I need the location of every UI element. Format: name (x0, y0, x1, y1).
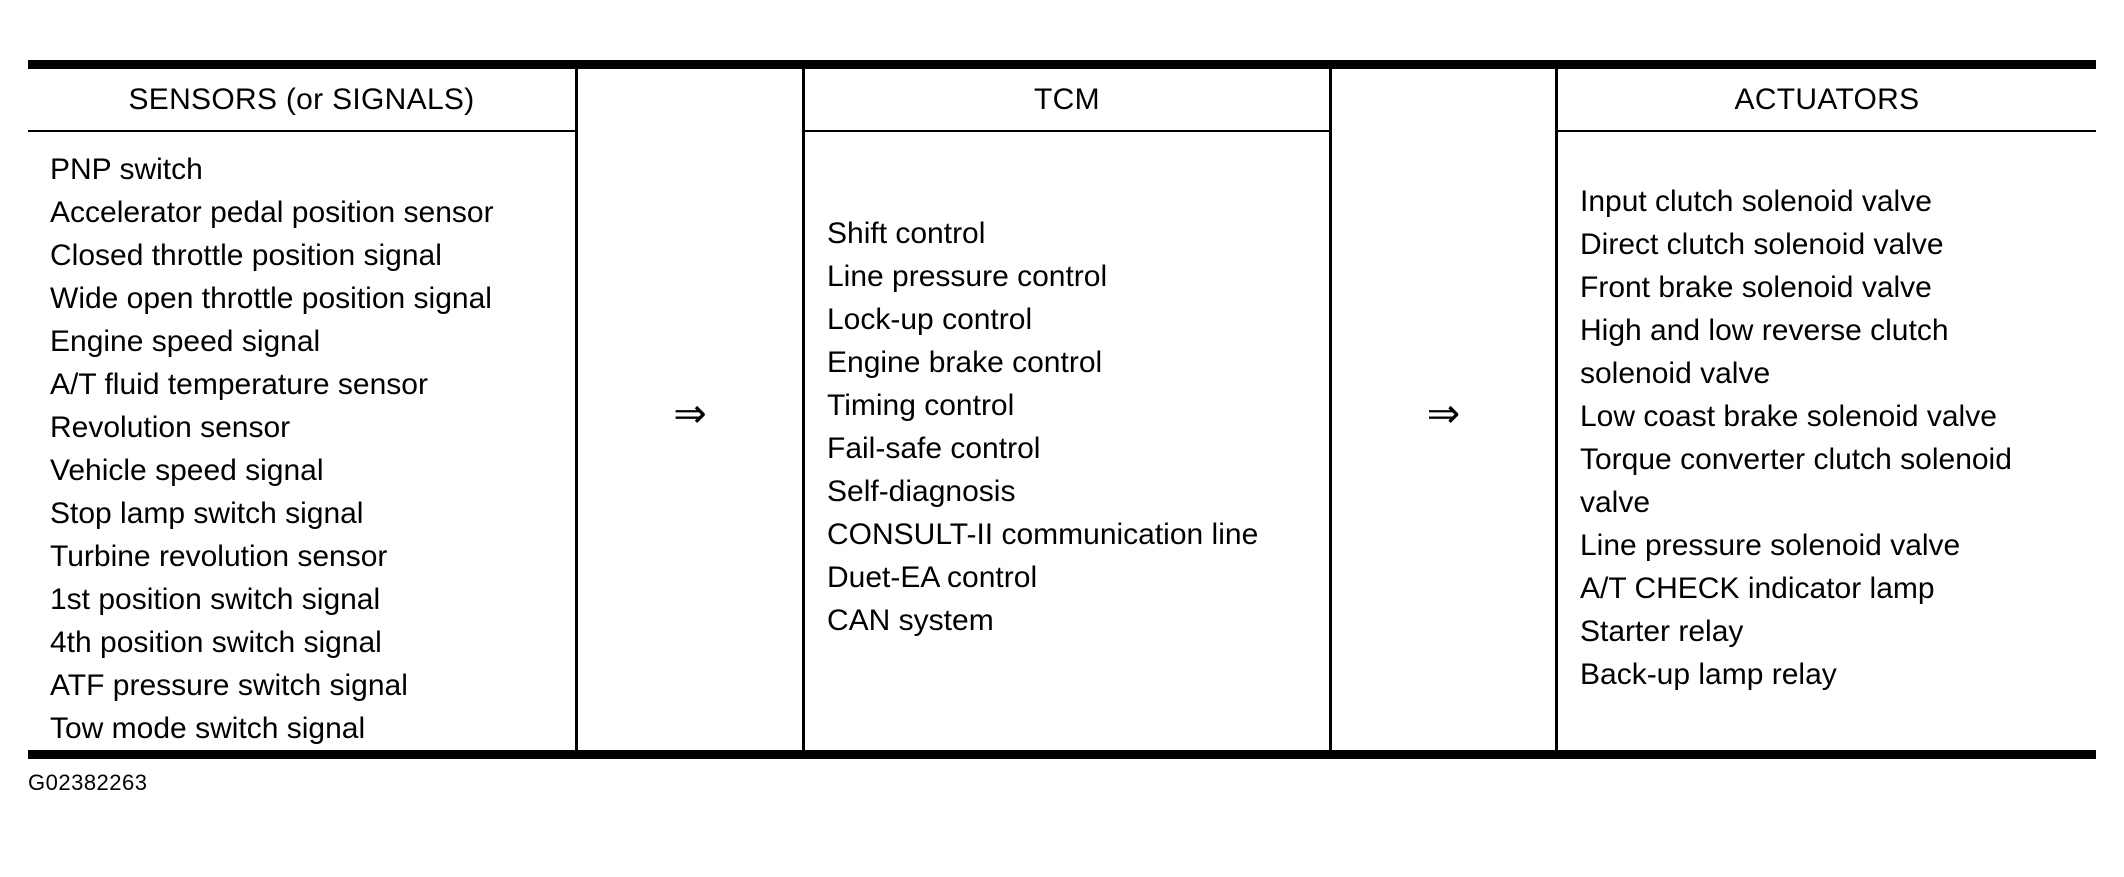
list-item: Engine speed signal (50, 325, 321, 358)
list-item: solenoid valve (1580, 357, 1771, 390)
arrow-gap-1-body: ⇒ (578, 130, 802, 698)
list-item: Front brake solenoid valve (1580, 271, 1932, 304)
list-item: Timing control (827, 389, 1015, 422)
list-item: Starter relay (1580, 615, 1744, 648)
column-header-actuators: ACTUATORS (1558, 69, 2096, 132)
list-item: High and low reverse clutch (1580, 314, 1949, 347)
diagram-bottom-rule (28, 750, 2096, 759)
list-item: Tow mode switch signal (50, 712, 366, 745)
list-item: PNP switch (50, 153, 203, 186)
list-item: 4th position switch signal (50, 626, 382, 659)
list-item: Turbine revolution sensor (50, 540, 388, 573)
column-header-sensors: SENSORS (or SIGNALS) (28, 69, 575, 132)
arrow-gap-1-header-spacer (578, 69, 802, 130)
sensors-list: PNP switch Accelerator pedal position se… (28, 132, 575, 750)
double-arrow-right-icon: ⇒ (673, 392, 707, 436)
column-arrow-gap-2: ⇒ (1332, 69, 1558, 750)
list-item: Accelerator pedal position sensor (50, 196, 494, 229)
list-item: Self-diagnosis (827, 475, 1016, 508)
actuators-list: Input clutch solenoid valve Direct clutc… (1558, 132, 2096, 696)
list-item: Closed throttle position signal (50, 239, 442, 272)
list-item: ATF pressure switch signal (50, 669, 408, 702)
list-item: Back-up lamp relay (1580, 658, 1837, 691)
double-arrow-right-icon: ⇒ (1426, 392, 1461, 436)
column-tcm: TCM Shift control Line pressure control … (805, 69, 1332, 750)
list-item: Direct clutch solenoid valve (1580, 228, 1944, 261)
diagram-top-rule (28, 60, 2096, 69)
column-arrow-gap-1: ⇒ (578, 69, 805, 750)
list-item: A/T fluid temperature sensor (50, 368, 428, 401)
list-item: Input clutch solenoid valve (1580, 185, 1932, 218)
list-item: Stop lamp switch signal (50, 497, 364, 530)
column-body-sensors: PNP switch Accelerator pedal position se… (28, 132, 575, 750)
list-item: Line pressure control (827, 260, 1108, 293)
column-header-tcm: TCM (805, 69, 1329, 132)
list-item: Shift control (827, 217, 986, 250)
list-item: Revolution sensor (50, 411, 291, 444)
list-item: Engine brake control (827, 346, 1103, 379)
list-item: Low coast brake solenoid valve (1580, 400, 1997, 433)
list-item: Vehicle speed signal (50, 454, 324, 487)
list-item: Wide open throttle position signal (50, 282, 492, 315)
list-item: 1st position switch signal (50, 583, 381, 616)
list-item: Fail-safe control (827, 432, 1041, 465)
arrow-gap-2-header-spacer (1332, 69, 1555, 130)
column-sensors: SENSORS (or SIGNALS) PNP switch Accelera… (28, 69, 578, 750)
list-item: A/T CHECK indicator lamp (1580, 572, 1935, 605)
list-item: valve (1580, 486, 1651, 519)
arrow-gap-2-body: ⇒ (1332, 130, 1555, 698)
column-body-tcm: Shift control Line pressure control Lock… (805, 132, 1329, 700)
list-item: CONSULT-II communication line (827, 518, 1259, 551)
column-body-actuators: Input clutch solenoid valve Direct clutc… (1558, 132, 2096, 700)
control-system-block-diagram: SENSORS (or SIGNALS) PNP switch Accelera… (28, 60, 2096, 759)
list-item: CAN system (827, 604, 994, 637)
column-actuators: ACTUATORS Input clutch solenoid valve Di… (1558, 69, 2096, 750)
list-item: Torque converter clutch solenoid (1580, 443, 2012, 476)
diagram-columns: SENSORS (or SIGNALS) PNP switch Accelera… (28, 69, 2096, 750)
tcm-list: Shift control Line pressure control Lock… (805, 132, 1329, 642)
list-item: Duet-EA control (827, 561, 1038, 594)
list-item: Lock-up control (827, 303, 1033, 336)
list-item: Line pressure solenoid valve (1580, 529, 1961, 562)
figure-id-caption: G02382263 (28, 770, 148, 795)
